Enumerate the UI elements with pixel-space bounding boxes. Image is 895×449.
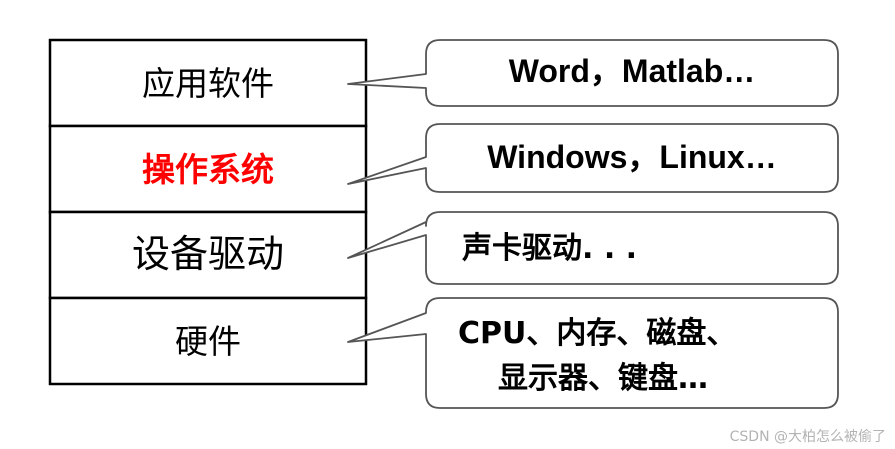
callout-text-hardware-line2: 显示器、键盘… bbox=[498, 361, 708, 396]
layer-stack bbox=[48, 38, 368, 386]
layer-box-os bbox=[48, 124, 368, 214]
layer-label-driver: 设备驱动 bbox=[132, 232, 284, 276]
callout-text-os: Windows，Linux… bbox=[487, 139, 776, 175]
layer-box-driver bbox=[48, 210, 368, 300]
callout-text-driver: 声卡驱动. . . bbox=[462, 231, 637, 266]
layer-label-os: 操作系统 bbox=[142, 150, 274, 189]
callout-bubble-driver bbox=[347, 211, 839, 285]
callout-bubble-hardware bbox=[347, 297, 839, 409]
callout-text-application: Word，Matlab… bbox=[509, 53, 756, 89]
layer-label-application: 应用软件 bbox=[142, 64, 274, 103]
callout-bubble-os bbox=[347, 123, 839, 193]
layer-box-application bbox=[48, 38, 368, 128]
watermark: CSDN @大柏怎么被偷了 bbox=[730, 429, 886, 445]
layer-label-hardware: 硬件 bbox=[175, 322, 241, 361]
callout-bubble-application bbox=[347, 39, 839, 107]
callout-text-hardware-line1: CPU、内存、磁盘、 bbox=[458, 316, 736, 351]
